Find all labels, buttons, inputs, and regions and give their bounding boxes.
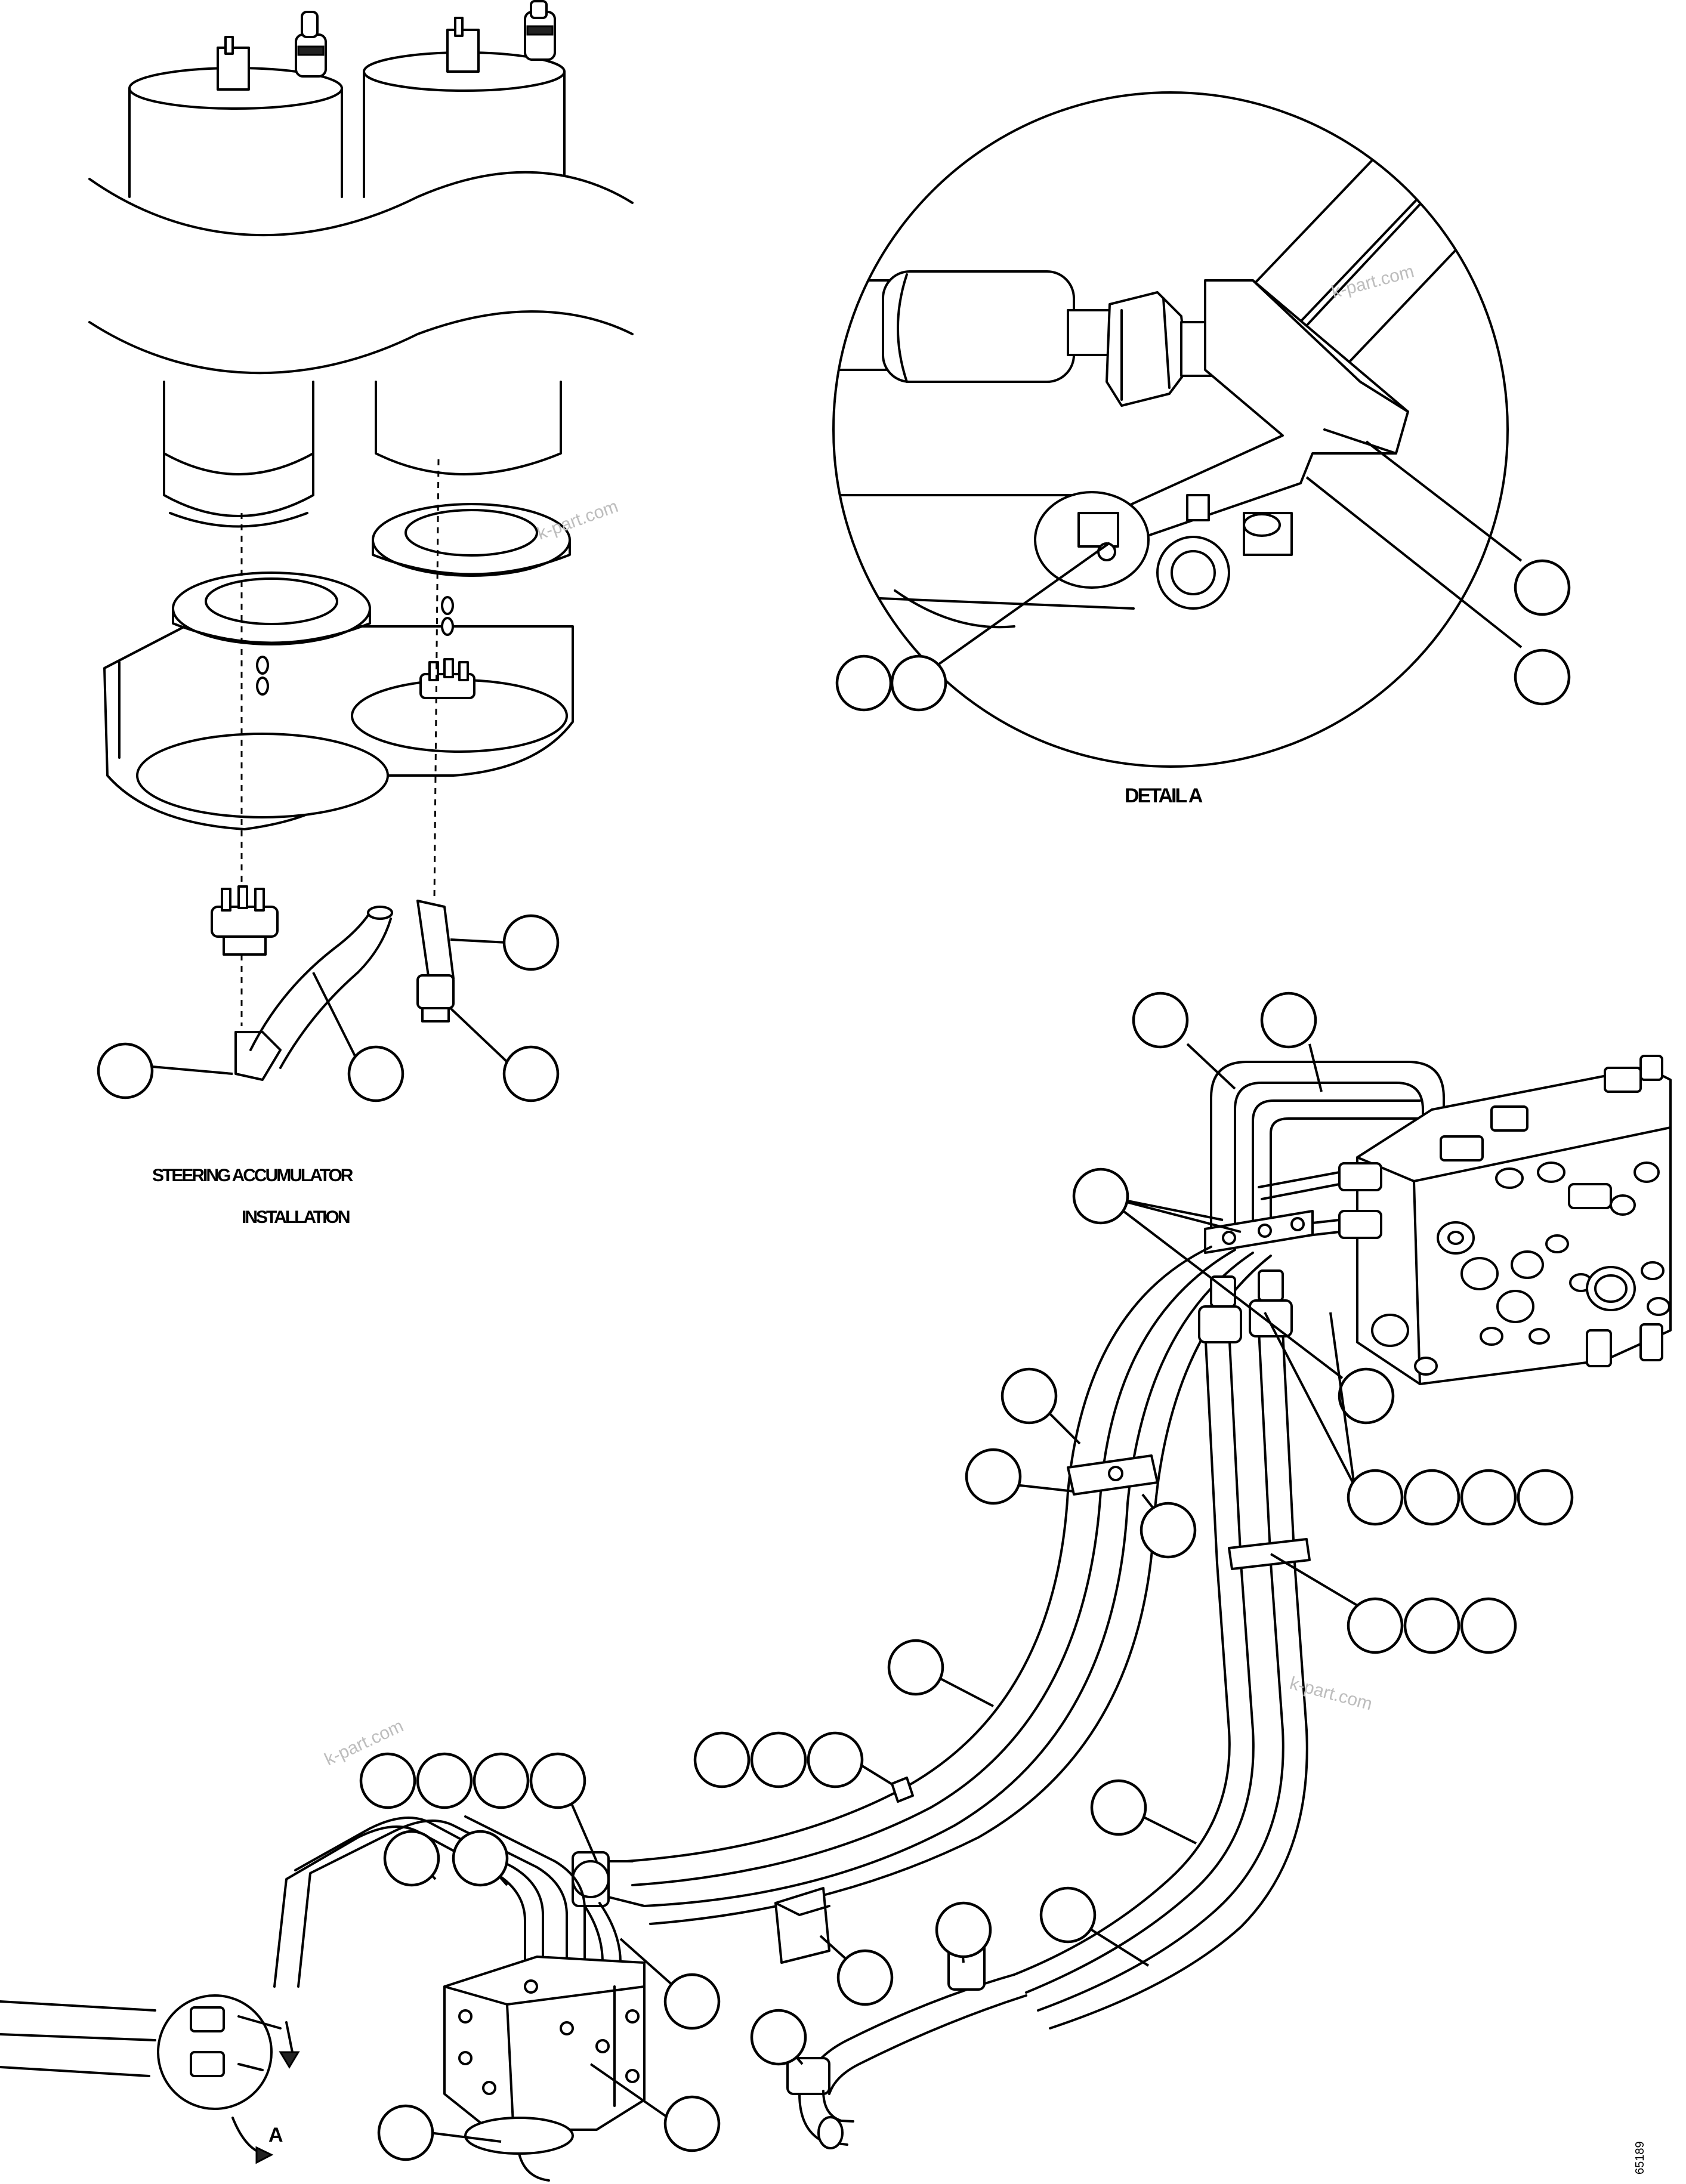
- accumulator-right: [363, 0, 566, 475]
- accumulator-title-line2: INSTALLATION: [242, 1207, 350, 1227]
- watermark-1: k-part.com: [535, 496, 620, 543]
- steering-pump-group: A: [0, 1815, 830, 2182]
- valve-fittings: [1371, 1055, 1670, 1376]
- accumulator-harness: [211, 885, 455, 1081]
- steering-accumulator-group: STEERING ACCUMULATOR INSTALLATION: [88, 0, 634, 1227]
- accumulator-left: [128, 11, 343, 528]
- watermark-3: k-part.com: [1287, 1673, 1374, 1715]
- detail-a-title: DETAIL A: [1125, 784, 1203, 807]
- accumulator-title-line1: STEERING ACCUMULATOR: [152, 1166, 354, 1185]
- drawing-code: 65189: [1633, 2141, 1647, 2174]
- detail-a-group: DETAIL A: [832, 91, 1571, 807]
- accumulator-cradle: [103, 503, 574, 830]
- watermark-2: k-part.com: [1329, 261, 1416, 302]
- steering-valve-group: [625, 1055, 1672, 2149]
- lower-callouts: [359, 991, 1574, 2161]
- view-a-marker: A: [268, 2124, 283, 2146]
